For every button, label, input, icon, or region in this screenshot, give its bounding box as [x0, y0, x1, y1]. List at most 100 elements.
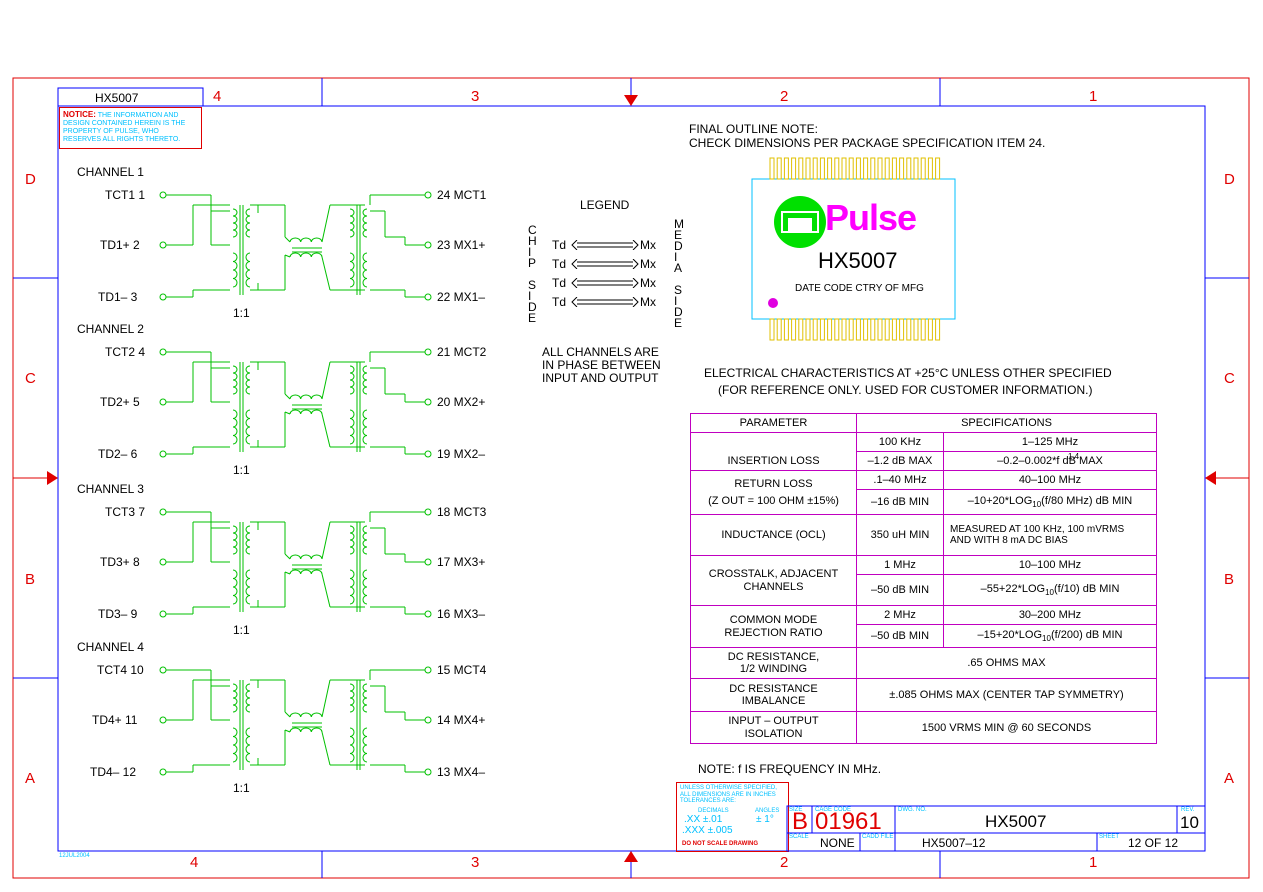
iso-name-2: ISOLATION: [744, 727, 803, 740]
cage-value: 01961: [815, 808, 882, 835]
footer-code: 12JUL2004: [59, 853, 90, 859]
rl-v2b: (f/80 MHz) dB MIN: [1041, 494, 1133, 507]
media-side-letter: A: [674, 261, 683, 275]
revision-value: 10: [1180, 813, 1199, 832]
cm-name-1: COMMON MODE: [729, 614, 818, 627]
rl-v2sub: 10: [1032, 500, 1042, 510]
pin-left: TD1+ 2: [100, 238, 140, 252]
notice-text: THE INFORMATION AND DESIGN CONTAINED HER…: [63, 112, 186, 144]
pin-right: 16 MX3–: [437, 607, 486, 621]
media-side-letter: M: [674, 217, 684, 231]
sheet-value: 12 OF 12: [1128, 836, 1179, 850]
no-scale-note: DO NOT SCALE DRAWING: [682, 841, 758, 847]
tolerance-header: UNLESS OTHERWISE SPECIFIED, ALL DIMENSIO…: [680, 785, 777, 805]
il-value-2-text: –0.2–0.002*f dB MAX: [997, 455, 1103, 467]
pin-left: TD1– 3: [98, 290, 138, 304]
legend-td: Td: [552, 257, 567, 271]
pin-right: 15 MCT4: [437, 663, 487, 677]
isolation-value: 1500 VRMS MIN @ 60 SECONDS: [856, 711, 1157, 744]
cage-label: CAGE CODE: [815, 807, 852, 813]
chip-side-letter: I: [528, 289, 532, 303]
zone-right-d: D: [1224, 171, 1235, 188]
cm-v2a: –15+20*LOG: [977, 628, 1043, 641]
cadd-label: CADD FILE: [862, 834, 894, 840]
zone-left-d: D: [25, 171, 36, 188]
package-outline: [751, 157, 956, 341]
zone-right-c: C: [1224, 370, 1235, 387]
dcri-name-2: IMBALANCE: [741, 695, 806, 707]
pin-right: 24 MCT1: [437, 188, 487, 202]
dcr-name-2: 1/2 WINDING: [739, 663, 808, 675]
chip-side-letter: C: [528, 223, 537, 237]
pin-left: TD3+ 8: [100, 555, 140, 569]
decimals-label: DECIMALS: [698, 808, 729, 814]
dcri-name-1: DC RESISTANCE: [729, 682, 818, 695]
il-exponent: 1.4: [1068, 452, 1080, 461]
pin-right: 23 MX1+: [437, 238, 486, 252]
ind-v2b: AND WITH 8 mA DC BIAS: [950, 535, 1068, 546]
xt-v2a: –55+22*LOG: [980, 582, 1046, 595]
notice-label: NOTICE:: [63, 110, 96, 119]
zone-bottom-4: 4: [190, 854, 199, 871]
ratio-label: 1:1: [233, 623, 250, 637]
col-parameter: PARAMETER: [690, 413, 857, 433]
xt-v2sub: 10: [1045, 588, 1055, 598]
pin-left: TD3– 9: [98, 607, 138, 621]
outline-note-1: FINAL OUTLINE NOTE:: [689, 122, 818, 136]
media-side-letter: D: [674, 239, 683, 253]
channel-title: CHANNEL 3: [77, 482, 144, 496]
pin-left: TCT1 1: [105, 188, 146, 202]
media-side-letter: E: [674, 228, 683, 242]
media-side-letter: S: [674, 283, 683, 297]
dcr-value: .65 OHMS MAX: [856, 647, 1157, 679]
zone-right-b: B: [1224, 571, 1235, 588]
legend-note-3: INPUT AND OUTPUT: [542, 371, 659, 385]
scale-label: SCALE: [789, 834, 809, 840]
chip-side-letter: I: [528, 245, 532, 259]
pin-left: TCT2 4: [105, 345, 146, 359]
param-insertion-loss: INSERTION LOSS: [690, 432, 857, 471]
part-box-label: HX5007: [95, 91, 139, 105]
zone-left-a: A: [25, 770, 36, 787]
package-date-code: DATE CODE CTRY OF MFG: [795, 283, 924, 294]
zone-top-1: 1: [1089, 88, 1098, 105]
zone-bottom-3: 3: [471, 854, 480, 871]
xt-value-1: –50 dB MIN: [856, 574, 944, 606]
xt-name-1: CROSSTALK, ADJACENT: [708, 568, 839, 581]
media-side-letter: E: [674, 316, 683, 330]
legend-note-1: ALL CHANNELS ARE: [542, 345, 659, 359]
frequency-note: NOTE: f IS FREQUENCY IN MHz.: [698, 762, 882, 776]
outline-note-2: CHECK DIMENSIONS PER PACKAGE SPECIFICATI…: [689, 136, 1046, 150]
pin-right: 17 MX3+: [437, 555, 486, 569]
ratio-label: 1:1: [233, 781, 250, 795]
pin-right: 14 MX4+: [437, 713, 486, 727]
zone-bottom-2: 2: [780, 854, 789, 871]
tol-xx: .XX ±.01: [684, 814, 723, 825]
pin-right: 22 MX1–: [437, 290, 486, 304]
channel-title: CHANNEL 4: [77, 640, 144, 654]
legend-mx: Mx: [640, 276, 656, 290]
media-side-letter: I: [674, 250, 678, 264]
sheet-label: SHEET: [1099, 834, 1120, 840]
legend-double-arrow-icon: [571, 240, 639, 250]
legend-double-arrow-icon: [571, 259, 639, 269]
cm-name-2: REJECTION RATIO: [724, 626, 823, 639]
ind-v2a: MEASURED AT 100 KHz, 100 mVRMS: [950, 524, 1125, 535]
pin-right: 19 MX2–: [437, 447, 486, 461]
legend-title: LEGEND: [580, 198, 630, 212]
drawing-number: HX5007: [985, 812, 1047, 831]
ratio-label: 1:1: [233, 463, 250, 477]
cm-v2sub: 10: [1042, 634, 1051, 644]
channel-title: CHANNEL 1: [77, 165, 144, 179]
ratio-label: 1:1: [233, 306, 250, 320]
pin-left: TCT4 10: [97, 663, 144, 677]
iso-name-1: INPUT – OUTPUT: [728, 715, 819, 728]
scale-value: NONE: [820, 836, 855, 850]
zone-bottom-1: 1: [1089, 854, 1098, 871]
dcr-imbalance-value: ±.085 OHMS MAX (CENTER TAP SYMMETRY): [856, 678, 1157, 712]
pin-right: 18 MCT3: [437, 505, 487, 519]
